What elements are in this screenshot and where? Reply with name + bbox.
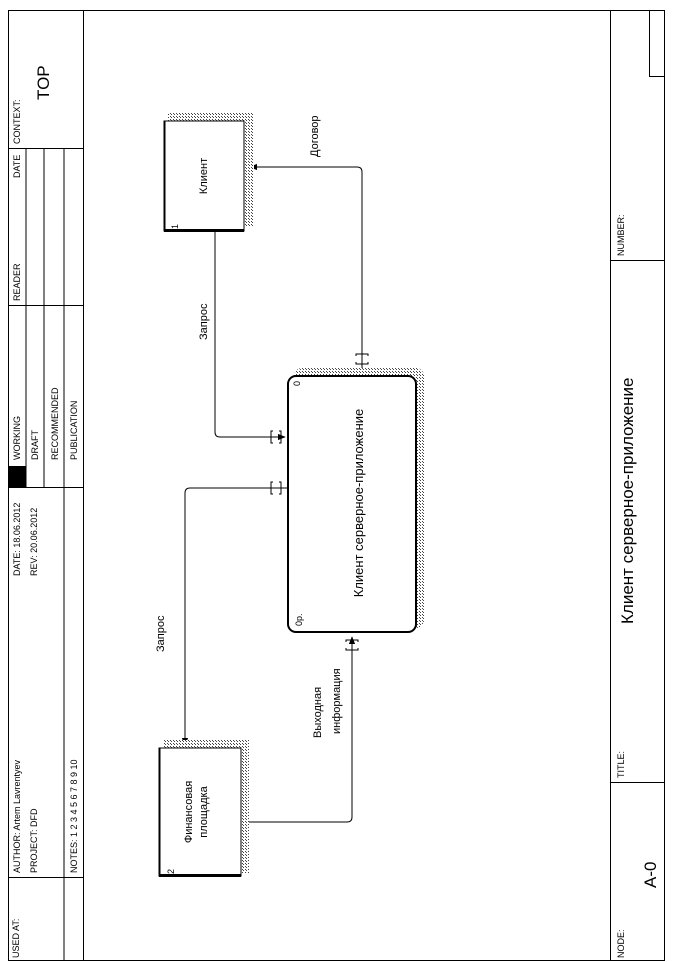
entity-financial-platform[interactable]: Финансовая площадка 2 [158, 740, 249, 877]
entity-name-line2: площадка [198, 785, 210, 837]
author-text: AUTHOR: Artem Lavrentyev [12, 759, 22, 873]
entity-klient[interactable]: Клиент 1 [163, 113, 254, 232]
number-label: NUMBER: [616, 214, 626, 256]
status-publication: PUBLICATION [69, 401, 79, 460]
node-value: A-0 [641, 862, 660, 888]
date-text: DATE: 18.06.2012 [12, 503, 22, 576]
project-text: PROJECT: DFD [29, 808, 39, 873]
flow-contract [249, 163, 363, 376]
reader-label: READER [12, 263, 22, 301]
status-working: WORKING [12, 416, 22, 460]
node-label: NODE: [616, 929, 626, 958]
flow-label-request-client: Запрос [198, 303, 210, 340]
flow-label-output-line1: Выходная [312, 687, 324, 738]
footer-texts: NODE: A-0 TITLE: Клиент серверное-прилож… [616, 214, 660, 958]
context-label: CONTEXT: [12, 99, 22, 144]
header-grid [8, 148, 83, 960]
rev-text: REV: 20.06.2012 [29, 508, 39, 576]
process-box[interactable]: Клиент серверное-приложение 0 0р. [287, 368, 424, 633]
process-cost: 0р. [294, 613, 304, 626]
flow-output [242, 636, 356, 823]
context-value: TOP [34, 65, 53, 100]
process-rect [287, 375, 417, 633]
entity-number: 2 [166, 869, 176, 874]
status-recommended: RECOMMENDED [50, 387, 60, 460]
footer-grid [610, 10, 665, 783]
entity-name-line1: Финансовая [183, 781, 195, 843]
flow-request-client [214, 232, 286, 441]
entity-name: Клиент [198, 158, 210, 194]
flow-labels: Запрос Договор Запрос Выходная информаци… [155, 115, 343, 738]
entity-number: 1 [170, 224, 180, 229]
flow-label-output-line2: информация [331, 668, 343, 734]
process-id: 0 [292, 381, 302, 386]
status-draft: DRAFT [30, 430, 40, 460]
page-title: Клиент серверное-приложение [618, 378, 637, 624]
working-status-marker [9, 466, 26, 487]
used-at-label: USED AT: [11, 919, 21, 958]
flows [181, 163, 363, 823]
flow-request-fin [181, 487, 288, 746]
notes-text: NOTES: 1 2 3 4 5 6 7 8 9 10 [69, 759, 79, 873]
flow-label-request-fin: Запрос [155, 615, 167, 652]
frame [8, 10, 665, 961]
title-label: TITLE: [616, 751, 626, 778]
header-texts: USED AT: AUTHOR: Artem Lavrentyev PROJEC… [11, 65, 79, 958]
tunnel-brackets [270, 353, 369, 651]
process-name: Клиент серверное-приложение [351, 409, 366, 598]
date-label: DATE [12, 155, 22, 178]
entity-box [158, 747, 242, 877]
flow-label-contract: Договор [309, 115, 321, 157]
